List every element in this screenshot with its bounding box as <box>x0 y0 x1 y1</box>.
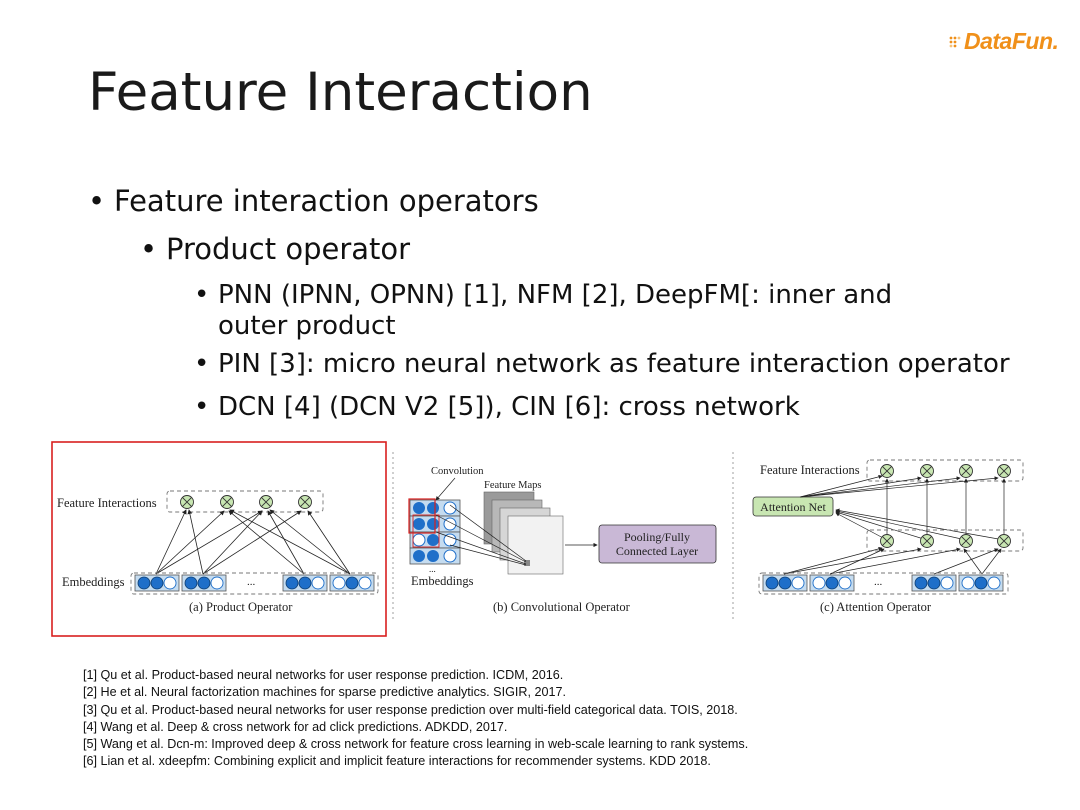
reference-item: [2] He et al. Neural factorization machi… <box>83 685 566 700</box>
embedding-group <box>758 572 1009 595</box>
highlight-box <box>51 441 387 637</box>
attention-net-box <box>752 496 834 517</box>
reference-item: [4] Wang et al. Deep & cross network for… <box>83 719 508 734</box>
panel-product-operator: Feature Interactions Embeddings ... (a) … <box>51 441 387 637</box>
logo-text: DataFun. <box>964 28 1059 54</box>
bullet-level2: • Product operator <box>140 232 410 266</box>
bullet-dot: • <box>194 349 210 379</box>
pooling-label-1: Pooling/Fully <box>624 530 690 544</box>
reference-item: [1] Qu et al. Product-based neural netwo… <box>83 668 564 682</box>
bullet-text: DCN [4] (DCN V2 [5]), CIN [6]: cross net… <box>218 392 800 422</box>
caption-c: (c) Attention Operator <box>820 600 932 614</box>
operator-figure: Feature Interactions Embeddings ... (a) … <box>51 441 1024 637</box>
feature-interactions-label: Feature Interactions <box>57 496 157 510</box>
embeddings-label: Embeddings <box>62 575 125 589</box>
bullet-level3: • PNN (IPNN, OPNN) [1], NFM [2], DeepFM[… <box>194 280 954 342</box>
logo-dots-icon <box>949 36 961 47</box>
panel-convolutional-operator: Convolution Feature Maps ... Embeddings <box>408 466 717 614</box>
interaction-group <box>166 490 324 513</box>
bullet-dot: • <box>194 392 210 422</box>
attention-net-label: Attention Net <box>760 500 826 514</box>
references: [1] Qu et al. Product-based neural netwo… <box>83 667 748 771</box>
caption-a: (a) Product Operator <box>189 600 293 614</box>
convolution-label: Convolution <box>431 466 484 477</box>
reference-item: [5] Wang et al. Dcn-m: Improved deep & c… <box>83 737 749 752</box>
panel-attention-operator: Feature Interactions Attention Net <box>752 459 1024 614</box>
bullet-level3: • DCN [4] (DCN V2 [5]), CIN [6]: cross n… <box>194 392 800 422</box>
caption-b: (b) Convolutional Operator <box>493 600 631 614</box>
interaction-group-bottom <box>866 529 1024 552</box>
bullet-dot: • <box>194 280 210 310</box>
reference-item: [3] Qu et al. Product-based neural netwo… <box>83 702 738 717</box>
reference-item: [6] Lian et al. xdeepfm: Combining expli… <box>83 754 711 769</box>
feature-interactions-label: Feature Interactions <box>760 463 860 477</box>
pooling-box <box>598 524 717 564</box>
bullet-text: Product operator <box>166 232 411 266</box>
embedding-group <box>130 572 379 595</box>
datafun-logo: DataFun. <box>948 28 1059 55</box>
pooling-label-2: Connected Layer <box>616 544 698 558</box>
bullet-text: Feature interaction operators <box>114 184 539 218</box>
ellipsis: ... <box>429 564 436 574</box>
feature-maps-label: Feature Maps <box>484 480 541 491</box>
ellipsis: ... <box>874 576 883 588</box>
interaction-group-top <box>866 459 1024 482</box>
embeddings-label: Embeddings <box>411 574 474 588</box>
bullet-dot: • <box>140 232 158 266</box>
page-title: Feature Interaction <box>88 62 593 123</box>
bullet-dot: • <box>88 184 106 218</box>
bullet-text: PIN [3]: micro neural network as feature… <box>218 349 1010 379</box>
bullet-level1: • Feature interaction operators <box>88 184 539 218</box>
bullet-text: PNN (IPNN, OPNN) [1], NFM [2], DeepFM[: … <box>218 280 893 341</box>
bullet-level3: • PIN [3]: micro neural network as featu… <box>194 349 1010 379</box>
embedding-column <box>408 498 461 565</box>
ellipsis: ... <box>247 576 256 588</box>
